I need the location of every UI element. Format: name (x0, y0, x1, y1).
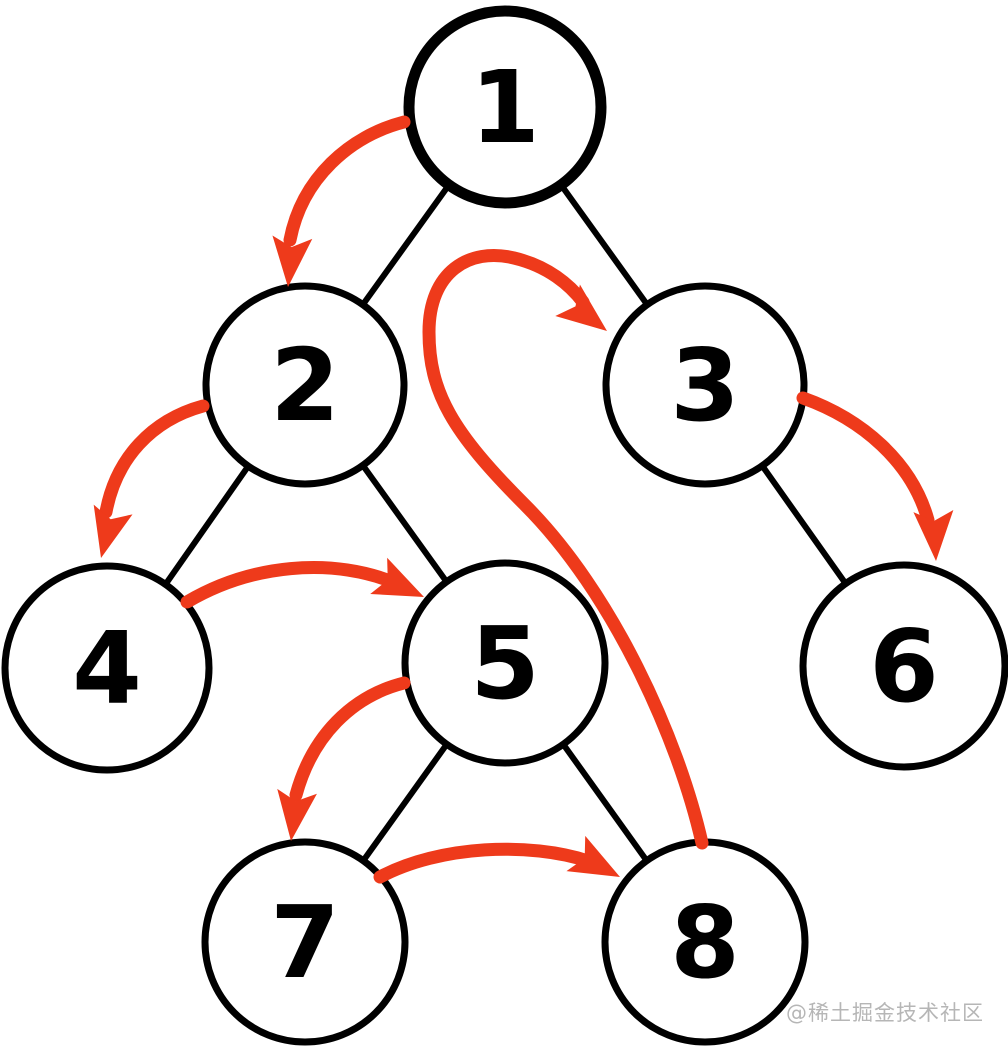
tree-node-2: 2 (202, 282, 408, 488)
node-label: 6 (869, 608, 939, 725)
node-label: 7 (270, 884, 340, 1001)
node-label: 5 (470, 605, 540, 722)
arrow-curve (180, 561, 405, 609)
tree-edges (104, 105, 907, 944)
arrowhead-icon (555, 284, 607, 331)
node-circle (1, 562, 213, 774)
node-circle (799, 561, 1008, 771)
tree-node-4: 4 (1, 562, 213, 774)
traversal-arrow-7-8 (373, 835, 620, 884)
tree-node-8: 8 (601, 838, 809, 1046)
traversal-arrow-2-4 (93, 399, 210, 558)
node-circle-highlighted (403, 5, 607, 209)
tree-node-7: 7 (201, 838, 409, 1046)
arrowhead-icon (272, 235, 313, 287)
arrow-curve (99, 399, 210, 519)
tree-node-1: 1 (403, 5, 607, 209)
arrowhead-icon (566, 835, 620, 877)
traversal-arrows (93, 115, 954, 884)
tree-node-3: 3 (602, 282, 808, 488)
watermark-text: @稀土掘金技术社区 (786, 1001, 984, 1025)
tree-nodes: 1 2 3 4 5 6 7 8 (1, 5, 1008, 1046)
traversal-arrow-8-3 (422, 248, 709, 850)
node-circle (602, 282, 808, 488)
arrow-curve (283, 115, 411, 247)
arrowhead-icon (277, 788, 317, 841)
node-label: 8 (670, 884, 740, 1001)
arrowhead-icon (913, 510, 954, 561)
arrowhead-icon (370, 557, 424, 597)
node-circle (201, 838, 409, 1046)
arrow-curve (422, 248, 709, 850)
node-label: 4 (72, 610, 142, 727)
tree-node-5: 5 (401, 559, 609, 767)
arrowhead-icon (93, 504, 133, 558)
node-label: 1 (470, 49, 540, 166)
tree-node-6: 6 (799, 561, 1008, 771)
node-label: 3 (670, 327, 740, 444)
traversal-arrow-4-5 (180, 557, 424, 609)
arrow-curve (796, 391, 935, 527)
node-label: 2 (270, 327, 340, 444)
traversal-arrow-5-7 (277, 676, 411, 841)
arrow-curve (289, 676, 411, 802)
node-circle (401, 559, 609, 767)
arrow-curve (373, 842, 595, 884)
traversal-arrow-1-2 (272, 115, 411, 287)
node-circle (202, 282, 408, 488)
traversal-arrow-3-6 (796, 391, 954, 561)
